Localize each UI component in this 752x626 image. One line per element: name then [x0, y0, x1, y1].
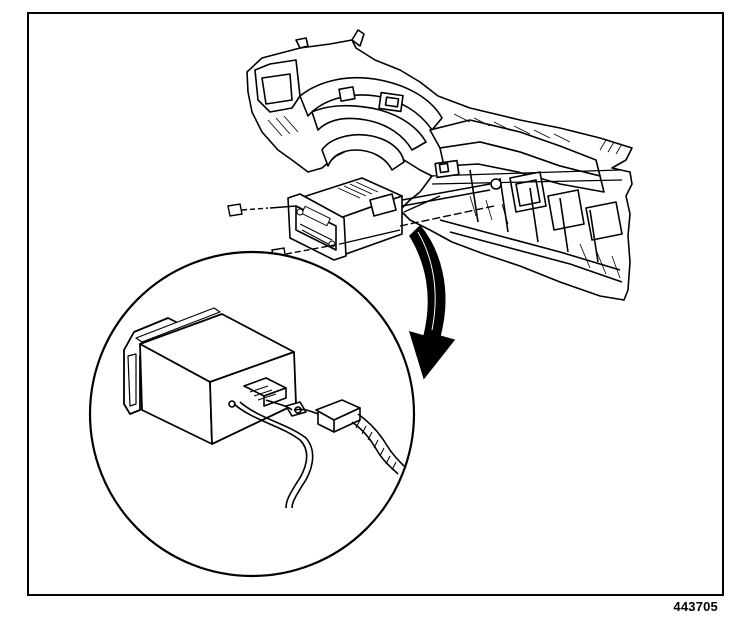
detail-arrow — [408, 224, 456, 380]
figure-number: 443705 — [673, 599, 718, 614]
figure-border — [27, 12, 724, 596]
radio-unit — [287, 177, 403, 261]
instrument-panel-carrier — [246, 29, 633, 301]
detail-radio-box — [123, 307, 297, 445]
upper-bolt — [227, 203, 297, 217]
mounting-rods — [399, 183, 495, 227]
detail-harness-wires — [233, 399, 405, 509]
dash-hatching — [599, 139, 623, 155]
